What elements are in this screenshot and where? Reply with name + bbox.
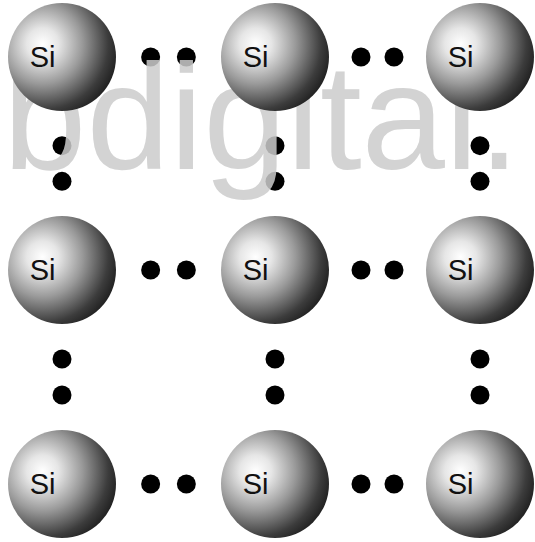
electron-dot [177, 261, 196, 280]
electron-dot [352, 475, 371, 494]
atom-symbol: Si [30, 43, 56, 72]
covalent-bond [471, 349, 490, 404]
electron-dot [352, 261, 371, 280]
atom-symbol: Si [30, 256, 56, 285]
covalent-bond [352, 261, 404, 280]
silicon-atom: Si [426, 216, 534, 324]
electron-dot [266, 386, 285, 405]
atom-symbol: Si [243, 43, 269, 72]
silicon-atom: Si [426, 3, 534, 111]
covalent-bond [141, 261, 196, 280]
atom-symbol: Si [243, 256, 269, 285]
atom-symbol: Si [448, 256, 474, 285]
covalent-bond [141, 475, 196, 494]
silicon-atom: Si [221, 430, 329, 538]
electron-dot [384, 261, 403, 280]
electron-dot [384, 475, 403, 494]
silicon-atom: Si [8, 216, 116, 324]
silicon-atom: Si [426, 430, 534, 538]
atom-symbol: Si [448, 43, 474, 72]
atom-symbol: Si [30, 470, 56, 499]
electron-dot [177, 475, 196, 494]
silicon-atom: Si [8, 3, 116, 111]
silicon-atom: Si [8, 430, 116, 538]
covalent-bond [266, 349, 285, 404]
covalent-bond [53, 349, 72, 404]
silicon-atom: Si [221, 3, 329, 111]
electron-dot [471, 386, 490, 405]
electron-dot [53, 349, 72, 368]
electron-dot [266, 349, 285, 368]
electron-dot [141, 475, 160, 494]
atom-symbol: Si [243, 470, 269, 499]
atom-symbol: Si [448, 470, 474, 499]
electron-dot [53, 386, 72, 405]
electron-dot [471, 349, 490, 368]
silicon-atom: Si [221, 216, 329, 324]
covalent-bond [352, 475, 404, 494]
electron-dot [141, 261, 160, 280]
